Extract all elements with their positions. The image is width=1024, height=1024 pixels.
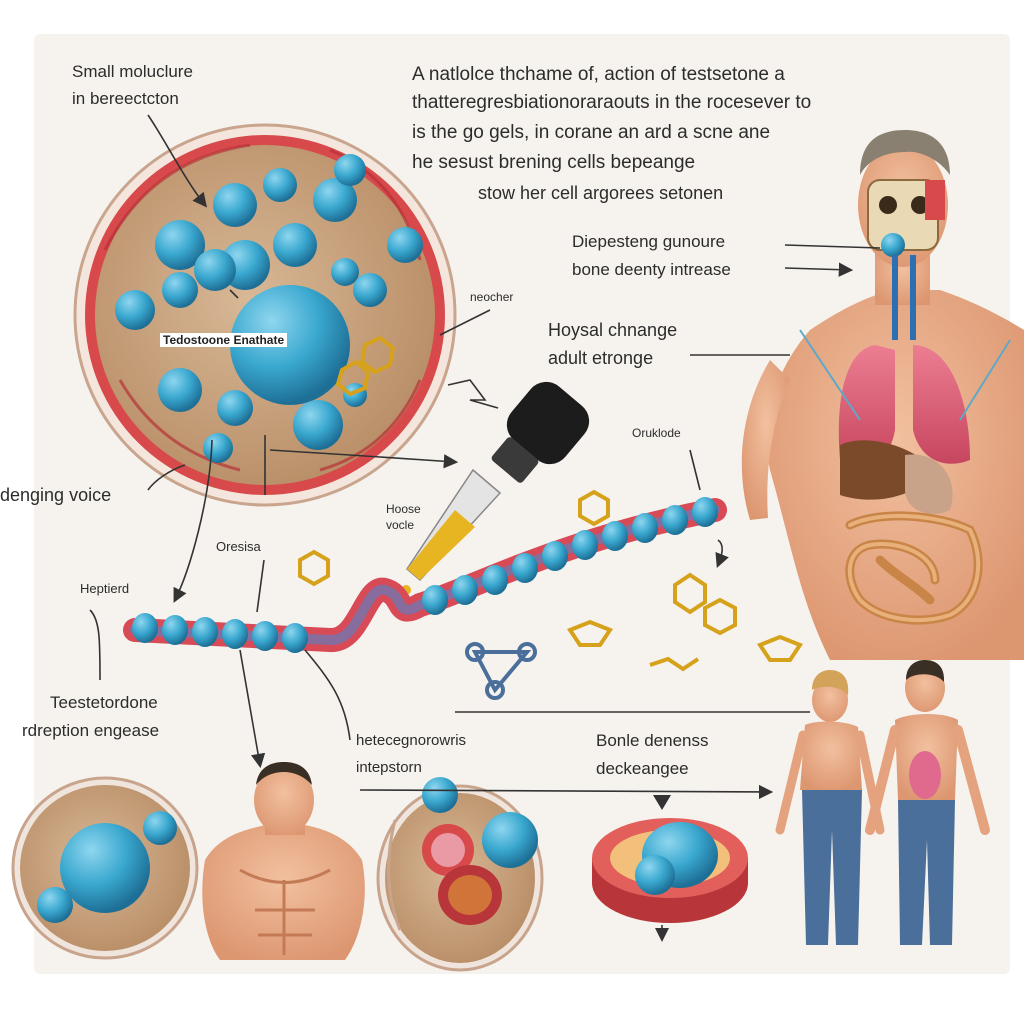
oruklode-label: Oruklode xyxy=(632,426,681,440)
hoose-label-line2: vocle xyxy=(386,518,415,532)
hormone-molecule-icon xyxy=(335,335,396,397)
oresisa-label: Oresisa xyxy=(216,539,261,554)
hetecegnorowris-label-line1: hetecegnorowris xyxy=(356,732,467,749)
torso-anatomy xyxy=(741,130,1024,660)
heptierd-label: Heptierd xyxy=(80,581,130,596)
header-line-5: stow her cell argorees setonen xyxy=(478,183,724,203)
bone-denense-label-line1: Bonle denenss xyxy=(596,731,709,750)
bone-section xyxy=(592,818,748,923)
large-cell xyxy=(73,123,457,507)
testeterdone-label-line1: Teestetordone xyxy=(50,693,158,712)
testeterdone-label-line2: rdreption engease xyxy=(22,721,160,740)
connector-lines xyxy=(89,114,881,940)
cell-detail-left xyxy=(11,776,199,960)
header-line-1: A natlolce thchame of, action of testset… xyxy=(412,64,785,85)
hoysal-label: Hoysal chnange xyxy=(548,320,678,340)
protein-chain xyxy=(123,489,804,700)
header-line-4: he sesust brening cells bepeange xyxy=(412,152,696,173)
hoose-label-line1: Hoose xyxy=(386,502,421,516)
muscular-man xyxy=(202,762,365,960)
woman-figure xyxy=(775,670,885,945)
dispesteng-label: Diepesteng gunoure xyxy=(572,232,726,251)
hetecegnorowris-label-line2: intepstorn xyxy=(356,759,422,776)
dropper-icon xyxy=(401,381,590,595)
adult-label: adult etronge xyxy=(548,348,654,368)
bone-denense-label-line2: deckeangee xyxy=(596,759,689,778)
header-line-2: thatteregresbiationoraraouts in the roce… xyxy=(412,92,812,113)
man-figure xyxy=(865,660,990,945)
cell-detail-middle xyxy=(376,777,544,972)
cell-tag-label: Tedostoone Enathate xyxy=(160,333,288,347)
neocher-label: neocher xyxy=(470,290,514,304)
small-molecule-label-line1: Small moluclure xyxy=(72,62,193,81)
nucleus xyxy=(230,285,350,405)
small-molecule-label-line2: in bereectcton xyxy=(72,89,179,108)
bone-deenty-label: bone deenty intrease xyxy=(572,260,731,279)
header-line-3: is the go gels, in corane an ard a scne … xyxy=(412,122,771,143)
deepening-voice-label: denging voice xyxy=(0,485,112,505)
